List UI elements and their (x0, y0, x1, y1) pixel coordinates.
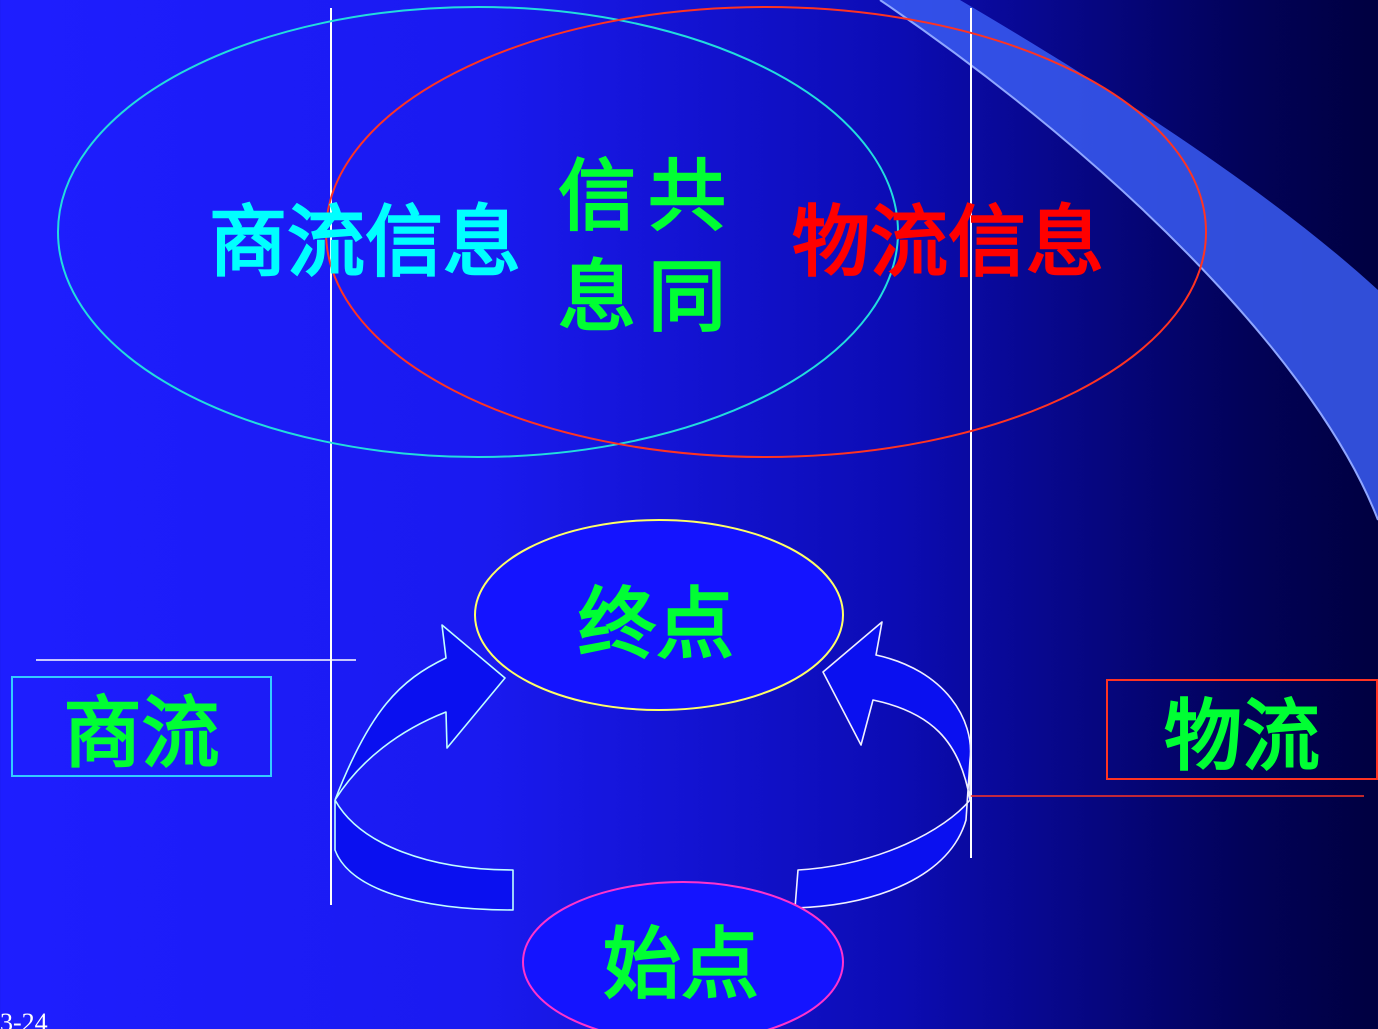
logistics-box: 物流 (1106, 679, 1378, 782)
end-point-ellipse (474, 519, 844, 711)
left-curved-arrow (334, 624, 514, 911)
commerce-info-label: 商流信息 (209, 197, 522, 288)
logistics-box-label: 物流 (1163, 690, 1320, 782)
shared-info-column-2: 共同 (648, 151, 727, 344)
commerce-box-label: 商流 (63, 687, 220, 779)
start-point-label: 始点 (603, 919, 760, 1010)
logistics-info-ellipse (325, 6, 1207, 458)
shared-info-column-1: 信息 (558, 151, 637, 344)
start-point-ellipse (522, 881, 844, 1029)
end-point-label: 终点 (578, 579, 735, 670)
commerce-info-ellipse (57, 6, 899, 458)
commerce-box: 商流 (11, 676, 272, 779)
logistics-info-label: 物流信息 (792, 197, 1105, 288)
right-curved-arrow (794, 621, 972, 909)
decorative-sweep (880, 0, 1378, 520)
slide-number: 3-24 (0, 1008, 48, 1029)
